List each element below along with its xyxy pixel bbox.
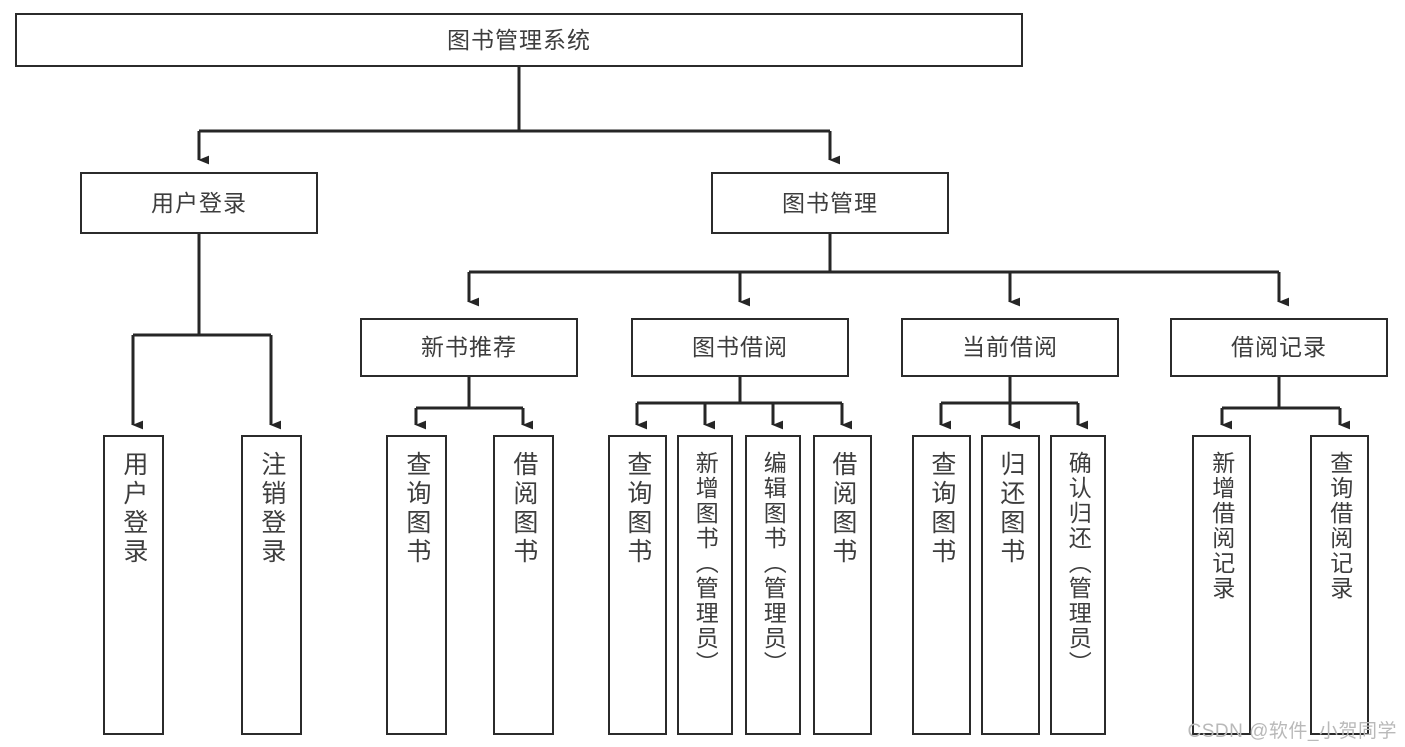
node-label: 查询图书 (402, 451, 431, 567)
leaf-user-login[interactable]: 用户登录 (103, 435, 164, 735)
node-new-book-recommend[interactable]: 新书推荐 (360, 318, 578, 377)
leaf-return-book[interactable]: 归还图书 (981, 435, 1040, 735)
leaf-query-borrow-record[interactable]: 查询借阅记录 (1310, 435, 1369, 735)
node-borrow-records[interactable]: 借阅记录 (1170, 318, 1388, 377)
node-label: 确认归还（管理员） (1065, 451, 1092, 676)
leaf-query-book-borrow[interactable]: 查询图书 (608, 435, 667, 735)
node-user-login[interactable]: 用户登录 (80, 172, 318, 234)
leaf-add-borrow-record[interactable]: 新增借阅记录 (1192, 435, 1251, 735)
leaf-confirm-return-admin[interactable]: 确认归还（管理员） (1050, 435, 1106, 735)
node-label: 当前借阅 (962, 334, 1058, 361)
node-book-management[interactable]: 图书管理 (711, 172, 949, 234)
node-label: 借阅图书 (828, 451, 857, 567)
node-label: 新书推荐 (421, 334, 517, 361)
leaf-query-book-current[interactable]: 查询图书 (912, 435, 971, 735)
node-book-borrow[interactable]: 图书借阅 (631, 318, 849, 377)
leaf-borrow-book-newbook[interactable]: 借阅图书 (493, 435, 554, 735)
leaf-edit-book-admin[interactable]: 编辑图书（管理员） (745, 435, 801, 735)
csdn-watermark: CSDN @软件_小贺同学 (1187, 721, 1397, 742)
leaf-logout[interactable]: 注销登录 (241, 435, 302, 735)
node-label: 注销登录 (257, 451, 286, 567)
node-label: 归还图书 (996, 451, 1025, 567)
leaf-add-book-admin[interactable]: 新增图书（管理员） (677, 435, 733, 735)
node-label: 图书管理系统 (447, 26, 591, 53)
node-label: 用户登录 (119, 451, 148, 567)
node-label: 查询图书 (623, 451, 652, 567)
node-label: 查询图书 (927, 451, 956, 567)
node-label: 查询借阅记录 (1326, 451, 1353, 601)
node-label: 新增借阅记录 (1208, 451, 1235, 601)
node-label: 图书借阅 (692, 334, 788, 361)
node-label: 编辑图书（管理员） (760, 451, 787, 676)
node-root[interactable]: 图书管理系统 (15, 13, 1023, 67)
leaf-borrow-book[interactable]: 借阅图书 (813, 435, 872, 735)
node-label: 用户登录 (151, 189, 247, 216)
node-current-borrow[interactable]: 当前借阅 (901, 318, 1119, 377)
leaf-query-book-newbook[interactable]: 查询图书 (386, 435, 447, 735)
node-label: 借阅图书 (509, 451, 538, 567)
node-label: 借阅记录 (1231, 334, 1327, 361)
node-label: 图书管理 (782, 189, 878, 216)
node-label: 新增图书（管理员） (692, 451, 719, 676)
